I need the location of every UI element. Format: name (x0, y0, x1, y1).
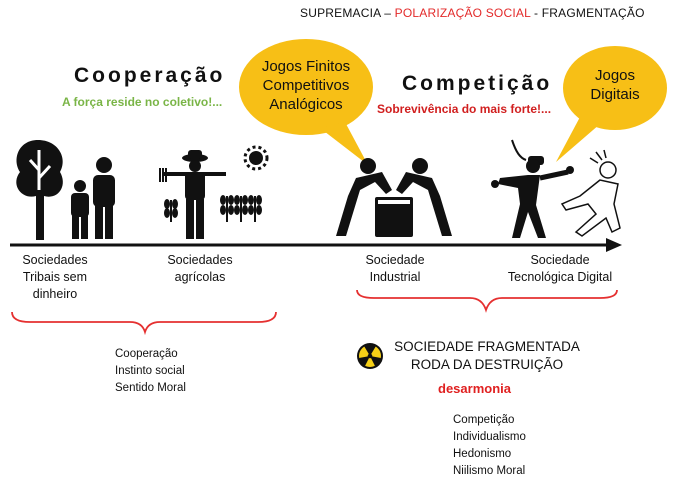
stage-industrial-line: Sociedade (365, 253, 425, 267)
timeline-arrow (10, 238, 622, 252)
header-right: - FRAGMENTAÇÃO (530, 6, 645, 20)
stage-tribal-line: Tribais sem (22, 270, 88, 284)
digital-games-line: Jogos (594, 67, 636, 84)
stage-tribal-line: dinheiro (32, 287, 78, 301)
stage-industrial-line: Industrial (369, 270, 421, 284)
arm-wrestling-icon (336, 158, 452, 237)
stage-tribal: Sociedades Tribais sem dinheiro (10, 252, 100, 303)
stage-agricultural-line: Sociedades (167, 253, 233, 267)
radiation-icon (357, 343, 383, 369)
wheat-icon (164, 195, 262, 222)
digital-games-line: Digitais (590, 86, 640, 103)
tree-icon (16, 140, 63, 240)
sun-icon (243, 145, 269, 171)
finite-games-line: Analógicos (269, 96, 343, 113)
stage-tribal-line: Sociedades (22, 253, 88, 267)
fragmented-title-line: RODA DA DESTRUIÇÃO (410, 357, 564, 372)
cooperation-subtitle: A força reside no coletivo!... (62, 95, 223, 109)
list-item: Competição (453, 414, 515, 426)
list-item: Sentido Moral (115, 382, 186, 394)
list-item: Niilismo Moral (453, 465, 526, 477)
finite-games-line: Competitivos (262, 77, 350, 94)
header-title: SUPREMACIA – POLARIZAÇÃO SOCIAL - FRAGME… (300, 6, 645, 20)
stage-industrial: Sociedade Industrial (350, 252, 440, 286)
digital-games-bubble (556, 46, 667, 162)
stage-agricultural: Sociedades agrícolas (155, 252, 245, 286)
list-item: Hedonismo (453, 448, 512, 460)
left-brace (11, 311, 277, 336)
stage-digital: Sociedade Tecnológica Digital (490, 252, 630, 286)
cooperation-values-list: Cooperação Instinto social Sentido Moral (115, 346, 186, 397)
header-middle: POLARIZAÇÃO SOCIAL (394, 6, 531, 20)
header-left: SUPREMACIA – (300, 6, 395, 20)
virtual-avatar-icon (560, 149, 621, 237)
stage-digital-line: Tecnológica Digital (507, 270, 613, 284)
finite-games-line: Jogos Finitos (261, 58, 351, 75)
finite-games-text: Jogos Finitos Competitivos Analógicos (246, 57, 366, 114)
competition-subtitle: Sobrevivência do mais forte!... (377, 102, 552, 116)
list-item: Instinto social (115, 365, 185, 377)
cooperation-title: Cooperação (74, 64, 226, 87)
stage-digital-line: Sociedade (530, 253, 590, 267)
family-icon (71, 157, 115, 239)
list-item: Cooperação (115, 348, 178, 360)
list-item: Individualismo (453, 431, 526, 443)
right-brace (356, 289, 618, 313)
digital-games-text: Jogos Digitais (570, 66, 660, 104)
farmer-icon (159, 150, 226, 239)
stage-agricultural-line: agrícolas (174, 270, 226, 284)
vr-player-icon (491, 139, 574, 238)
finite-games-bubble (239, 39, 373, 165)
competition-values-list: Competição Individualismo Hedonismo Niil… (453, 412, 526, 480)
fragmented-society-title: SOCIEDADE FRAGMENTADA RODA DA DESTRUIÇÃO (392, 338, 582, 374)
disharmony-label: desarmonia (438, 381, 511, 396)
competition-title: Competição (402, 72, 553, 95)
fragmented-title-line: SOCIEDADE FRAGMENTADA (394, 339, 580, 354)
